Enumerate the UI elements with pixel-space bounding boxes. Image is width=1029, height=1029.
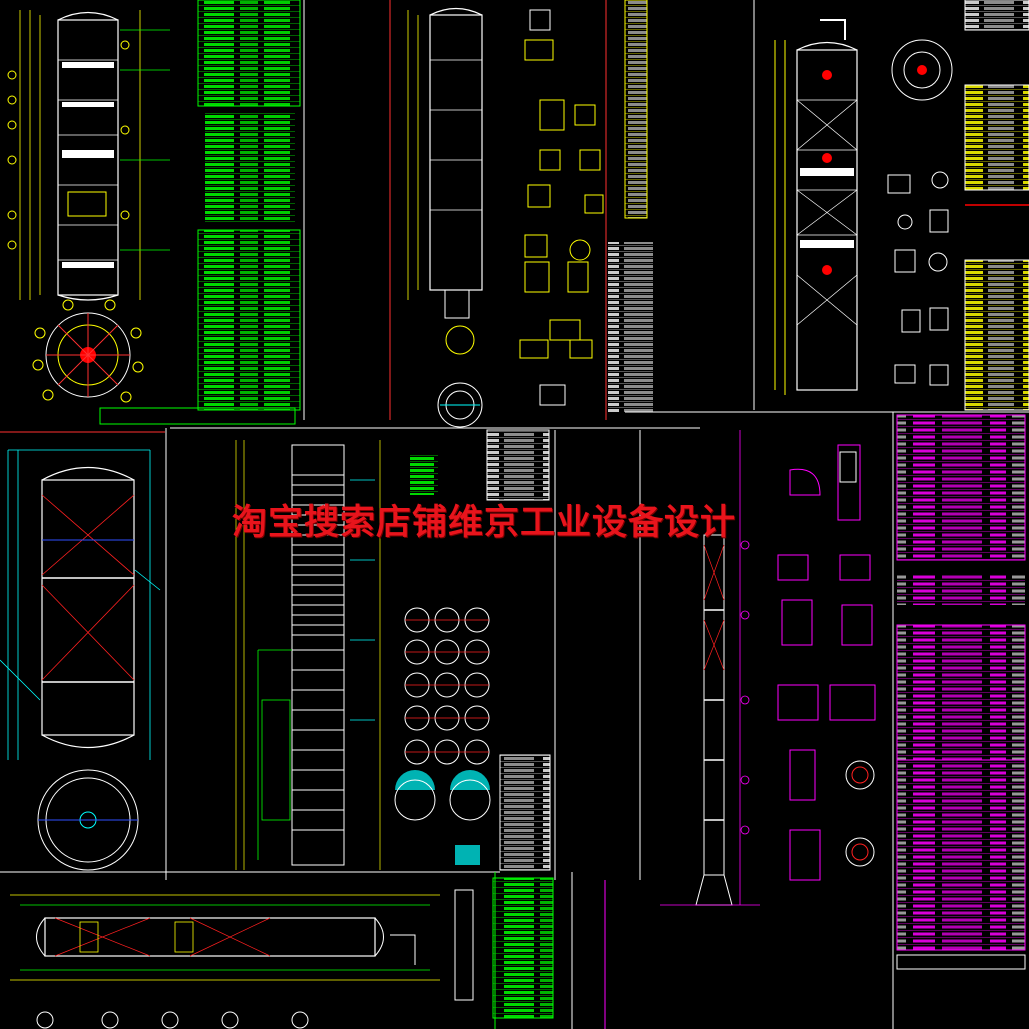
panel-top-middle-table [608,0,653,412]
panel-mid-left-vessel [0,449,161,871]
panel-right-magenta-table [896,414,1026,970]
panel-mid-right-tower [660,430,876,906]
panel-bottom-left-horizontal [10,877,554,1029]
panel-top-left-vessel [7,10,296,425]
panel-top-middle-column [407,7,604,428]
panel-top-left-table [197,0,301,411]
watermark-text: 淘宝搜索店铺维京工业设备设计 [232,503,737,543]
panel-top-right-column [774,19,953,395]
panel-top-right-tables [964,0,1029,411]
panel-center-trays [235,429,551,871]
